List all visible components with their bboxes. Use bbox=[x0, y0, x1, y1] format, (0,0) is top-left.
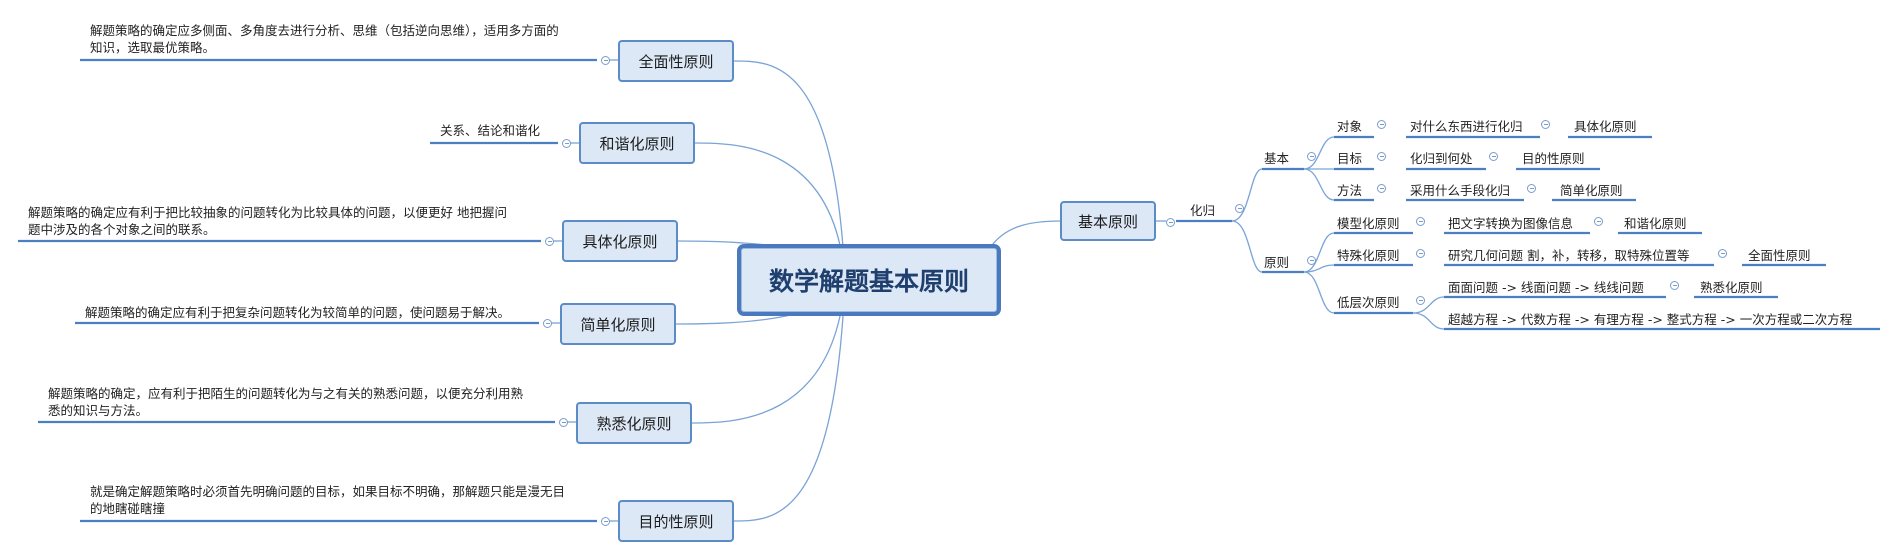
branch-node[interactable]: 具体化原则 bbox=[562, 220, 678, 262]
row-principle[interactable]: 简单化原则 bbox=[1560, 183, 1623, 198]
branch-node[interactable]: 熟悉化原则 bbox=[576, 402, 692, 444]
row-connector bbox=[1412, 312, 1445, 330]
basic-principle-node[interactable]: 基本原则 bbox=[1060, 201, 1156, 241]
collapse-icon[interactable] bbox=[1416, 217, 1425, 226]
group-label-principle[interactable]: 原则 bbox=[1264, 255, 1290, 270]
note-line: 知识，选取最优策略。 bbox=[90, 40, 216, 55]
note-line: 就是确定解题策略时必须首先明确问题的目标，如果目标不明确，那解题只能是漫无目 bbox=[90, 484, 566, 499]
row-principle[interactable]: 全面性原则 bbox=[1748, 248, 1811, 263]
row-principle[interactable]: 熟悉化原则 bbox=[1700, 280, 1763, 295]
row-connector bbox=[1412, 296, 1445, 314]
row-connector bbox=[1303, 168, 1335, 201]
reduction-node[interactable]: 化归 bbox=[1190, 203, 1216, 218]
collapse-icon[interactable] bbox=[1166, 218, 1175, 227]
collapse-icon[interactable] bbox=[1541, 120, 1550, 129]
collapse-icon[interactable] bbox=[1377, 184, 1386, 193]
branch-connector bbox=[694, 142, 846, 281]
collapse-icon[interactable] bbox=[601, 56, 610, 65]
branch-node[interactable]: 全面性原则 bbox=[618, 40, 734, 82]
branch-node[interactable]: 和谐化原则 bbox=[579, 122, 695, 164]
collapse-icon[interactable] bbox=[543, 319, 552, 328]
collapse-icon[interactable] bbox=[545, 237, 554, 246]
row-desc[interactable]: 采用什么手段化归 bbox=[1410, 183, 1511, 198]
branch-note[interactable]: 解题策略的确定应多侧面、多角度去进行分析、思维（包括逆向思维），适用多方面的知识… bbox=[90, 22, 559, 56]
collapse-icon[interactable] bbox=[1718, 249, 1727, 258]
group-connector bbox=[1231, 220, 1263, 273]
row-label[interactable]: 方法 bbox=[1337, 183, 1363, 198]
collapse-icon[interactable] bbox=[1527, 184, 1536, 193]
collapse-icon[interactable] bbox=[1489, 152, 1498, 161]
collapse-icon[interactable] bbox=[601, 517, 610, 526]
row-principle[interactable]: 具体化原则 bbox=[1574, 119, 1637, 134]
note-line: 解题策略的确定，应有利于把陌生的问题转化为与之有关的熟悉问题，以便充分利用熟 bbox=[48, 386, 524, 401]
row-desc[interactable]: 化归到何处 bbox=[1410, 151, 1473, 166]
branch-node[interactable]: 简单化原则 bbox=[560, 303, 676, 345]
note-line: 题中涉及的各个对象之间的联系。 bbox=[28, 222, 216, 237]
collapse-icon[interactable] bbox=[1416, 249, 1425, 258]
collapse-icon[interactable] bbox=[1416, 296, 1425, 305]
note-line: 解题策略的确定应有利于把复杂问题转化为较简单的问题，使问题易于解决。 bbox=[85, 305, 511, 320]
row-label[interactable]: 目标 bbox=[1337, 151, 1363, 166]
collapse-icon[interactable] bbox=[1594, 217, 1603, 226]
branch-node[interactable]: 目的性原则 bbox=[618, 500, 734, 542]
branch-connector bbox=[691, 279, 846, 424]
collapse-icon[interactable] bbox=[1377, 152, 1386, 161]
row-label[interactable]: 特殊化原则 bbox=[1337, 248, 1400, 263]
collapse-icon[interactable] bbox=[559, 418, 568, 427]
central-topic[interactable]: 数学解题基本原则 bbox=[737, 244, 1001, 316]
collapse-icon[interactable] bbox=[562, 139, 571, 148]
branch-connector bbox=[733, 60, 846, 281]
branch-note[interactable]: 解题策略的确定应有利于把复杂问题转化为较简单的问题，使问题易于解决。 bbox=[85, 304, 510, 321]
branch-note[interactable]: 就是确定解题策略时必须首先明确问题的目标，如果目标不明确，那解题只能是漫无目的地… bbox=[90, 483, 565, 517]
row-connector bbox=[1303, 271, 1335, 314]
group-connector bbox=[1231, 168, 1263, 222]
note-line: 的地瞎碰瞎撞 bbox=[90, 501, 166, 516]
row-connector bbox=[1303, 232, 1335, 273]
row-principle[interactable]: 和谐化原则 bbox=[1624, 216, 1687, 231]
row-desc[interactable]: 研究几何问题 割，补，转移，取特殊位置等 bbox=[1448, 248, 1690, 263]
note-line: 悉的知识与方法。 bbox=[48, 403, 149, 418]
branch-connector bbox=[733, 279, 846, 522]
row-label[interactable]: 对象 bbox=[1337, 119, 1363, 134]
branch-note[interactable]: 关系、结论和谐化 bbox=[440, 122, 540, 139]
root-connector bbox=[989, 220, 1061, 249]
collapse-icon[interactable] bbox=[1235, 204, 1244, 213]
branch-note[interactable]: 解题策略的确定应有利于把比较抽象的问题转化为比较具体的问题，以便更好 地把握问题… bbox=[28, 204, 507, 238]
row-principle[interactable]: 目的性原则 bbox=[1522, 151, 1585, 166]
group-label-basic[interactable]: 基本 bbox=[1264, 151, 1290, 166]
row-label[interactable]: 模型化原则 bbox=[1337, 216, 1400, 231]
note-line: 解题策略的确定应有利于把比较抽象的问题转化为比较具体的问题，以便更好 地把握问 bbox=[28, 205, 507, 220]
row-desc[interactable]: 把文字转换为图像信息 bbox=[1448, 216, 1574, 231]
note-line: 关系、结论和谐化 bbox=[440, 123, 541, 138]
row-desc[interactable]: 对什么东西进行化归 bbox=[1410, 119, 1523, 134]
collapse-icon[interactable] bbox=[1670, 281, 1679, 290]
collapse-icon[interactable] bbox=[1307, 256, 1316, 265]
branch-note[interactable]: 解题策略的确定，应有利于把陌生的问题转化为与之有关的熟悉问题，以便充分利用熟悉的… bbox=[48, 385, 523, 419]
row-extra[interactable]: 超越方程 -> 代数方程 -> 有理方程 -> 整式方程 -> 一次方程或二次方… bbox=[1448, 312, 1853, 327]
row-connector bbox=[1303, 136, 1335, 170]
row-connector bbox=[1303, 264, 1335, 273]
collapse-icon[interactable] bbox=[1377, 120, 1386, 129]
note-line: 解题策略的确定应多侧面、多角度去进行分析、思维（包括逆向思维），适用多方面的 bbox=[90, 23, 559, 38]
collapse-icon[interactable] bbox=[1307, 152, 1316, 161]
row-label[interactable]: 低层次原则 bbox=[1337, 295, 1400, 310]
row-desc[interactable]: 面面问题 -> 线面问题 -> 线线问题 bbox=[1448, 280, 1644, 295]
